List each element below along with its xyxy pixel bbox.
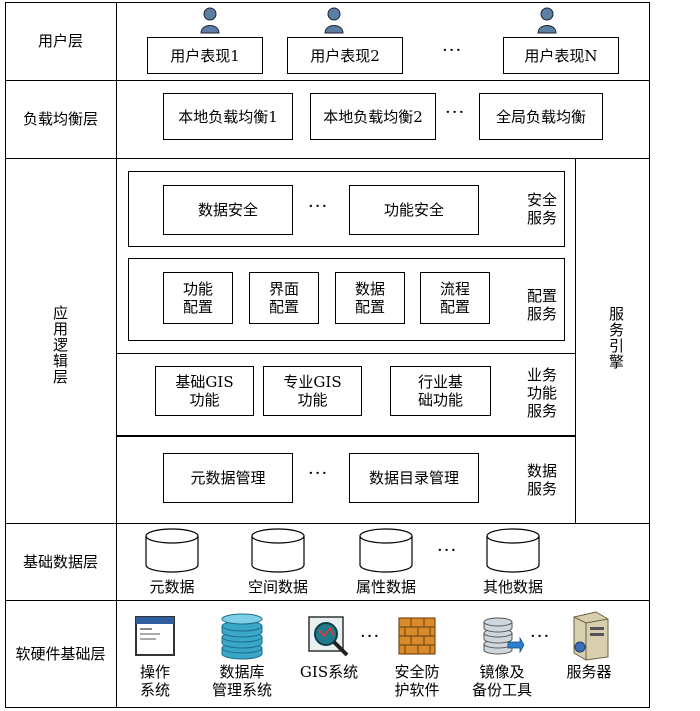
backup-disk-icon — [483, 617, 524, 655]
basic-gis-function: 基础GIS 功能 — [155, 366, 254, 416]
user-view-n: 用户表现N — [503, 37, 619, 74]
local-load-balance-2: 本地负载均衡2 — [310, 93, 436, 140]
user-view-1: 用户表现1 — [147, 37, 263, 74]
ellipsis: ··· — [530, 626, 551, 647]
ellipsis: ··· — [308, 196, 329, 217]
layer-divider — [5, 600, 650, 601]
ellipsis: ··· — [437, 540, 458, 561]
server-icon — [573, 611, 609, 661]
layer-divider — [5, 158, 650, 159]
function-config: 功能 配置 — [163, 272, 233, 324]
data-security: 数据安全 — [163, 185, 293, 235]
global-load-balance: 全局负载均衡 — [479, 93, 603, 140]
data-config: 数据 配置 — [335, 272, 405, 324]
os-label: 操作 系统 — [139, 663, 170, 699]
server-label: 服务器 — [566, 663, 612, 681]
database-stack-icon — [221, 613, 263, 660]
local-load-balance-1: 本地负载均衡1 — [163, 93, 293, 140]
layer-divider — [5, 80, 650, 81]
ellipsis: ··· — [445, 102, 466, 123]
pro-gis-function: 专业GIS 功能 — [263, 366, 362, 416]
user-icon — [200, 7, 220, 34]
load-balance-layer-label: 负载均衡层 — [22, 110, 98, 128]
database-cylinder-icon — [251, 528, 305, 573]
config-service-label: 配置 服务 — [526, 287, 557, 323]
other-data-label: 其他数据 — [482, 578, 543, 596]
business-service-label: 业务 功能 服务 — [526, 366, 557, 420]
user-icon — [537, 7, 557, 34]
ellipsis: ··· — [442, 40, 463, 61]
industry-basic-function: 行业基 础功能 — [390, 366, 491, 416]
base-data-layer-label: 基础数据层 — [22, 552, 98, 571]
user-icon — [324, 7, 344, 34]
service-engine-divider — [575, 158, 576, 524]
user-layer-label: 用户层 — [37, 32, 83, 50]
attribute-data-label: 属性数据 — [355, 578, 416, 596]
security-software-label: 安全防 护软件 — [394, 663, 440, 699]
security-service-label: 安全 服务 — [526, 191, 557, 227]
workflow-config: 流程 配置 — [420, 272, 490, 324]
window-icon — [135, 616, 175, 656]
data-catalog-management: 数据目录管理 — [349, 453, 479, 503]
user-view-2: 用户表现2 — [287, 37, 403, 74]
metadata-label: 元数据 — [149, 578, 195, 596]
ellipsis: ··· — [360, 626, 381, 647]
function-security: 功能安全 — [349, 185, 479, 235]
service-engine-label: 服务引擎 — [607, 305, 625, 370]
ellipsis: ··· — [308, 463, 329, 484]
infra-layer-label: 软硬件基础层 — [15, 645, 106, 663]
spatial-data-label: 空间数据 — [247, 578, 308, 596]
dbms-label: 数据库 管理系统 — [211, 663, 272, 699]
gis-system-label: GIS系统 — [299, 663, 359, 681]
database-cylinder-icon — [359, 528, 413, 573]
data-service-label: 数据 服务 — [526, 462, 557, 498]
backup-tools-label: 镜像及 备份工具 — [471, 663, 532, 699]
gis-magnifier-icon — [308, 616, 349, 657]
metadata-management: 元数据管理 — [163, 453, 293, 503]
app-logic-layer-label: 应用逻辑层 — [51, 305, 69, 385]
database-cylinder-icon — [145, 528, 199, 573]
database-cylinder-icon — [486, 528, 540, 573]
firewall-icon — [398, 617, 436, 655]
ui-config: 界面 配置 — [249, 272, 319, 324]
